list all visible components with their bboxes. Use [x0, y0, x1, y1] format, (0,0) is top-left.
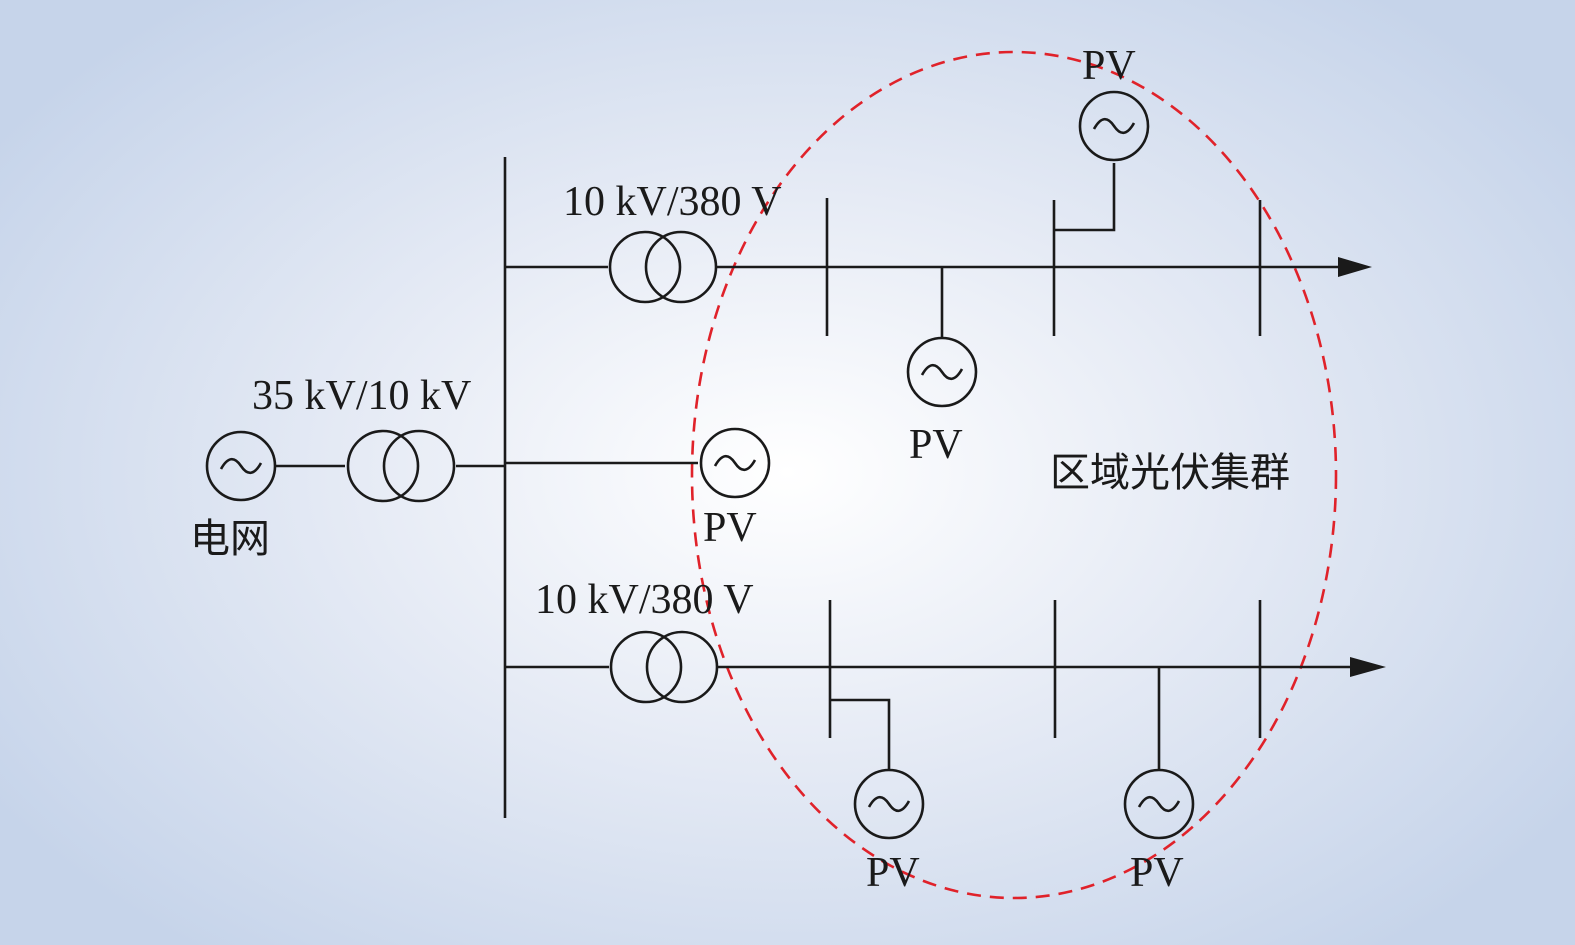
- grid-source: [205, 430, 277, 502]
- transformer-icon: [346, 429, 456, 503]
- pv-label-top-1: PV: [909, 422, 963, 468]
- ac-source-icon: [1092, 117, 1136, 135]
- arrow-right-icon: [1350, 657, 1386, 677]
- arrow-right-icon: [1338, 257, 1372, 277]
- pv-source-middle: [699, 427, 771, 499]
- ac-source-icon: [219, 457, 263, 475]
- ac-source-icon: [713, 454, 757, 472]
- pv-label-bottom-2: PV: [1130, 850, 1184, 896]
- bottom-pv-tap-wire-1: [830, 698, 891, 770]
- bottom-transformer-label: 10 kV/380 V: [535, 577, 754, 623]
- transformer-icon: [609, 630, 719, 704]
- pv-source-bottom-2: [1123, 768, 1195, 840]
- pv-source-top-2: [1078, 90, 1150, 162]
- cluster-boundary: [690, 50, 1338, 900]
- pv-label-bottom-1: PV: [866, 850, 920, 896]
- ac-source-icon: [920, 363, 964, 381]
- pv-source-bottom-1: [853, 768, 925, 840]
- grid-label: 电网: [190, 516, 270, 562]
- cluster-label: 区域光伏集群: [1050, 450, 1290, 496]
- ac-source-icon: [1137, 795, 1181, 813]
- main-transformer-label: 35 kV/10 kV: [252, 373, 471, 419]
- ac-source-icon: [867, 795, 911, 813]
- top-pv-tap-wire-2: [1054, 163, 1116, 232]
- top-transformer-label: 10 kV/380 V: [563, 179, 782, 225]
- transformer-icon: [608, 230, 718, 304]
- pv-label-top-2: PV: [1082, 43, 1136, 89]
- pv-source-top-1: [906, 336, 978, 408]
- pv-label-middle: PV: [703, 505, 757, 551]
